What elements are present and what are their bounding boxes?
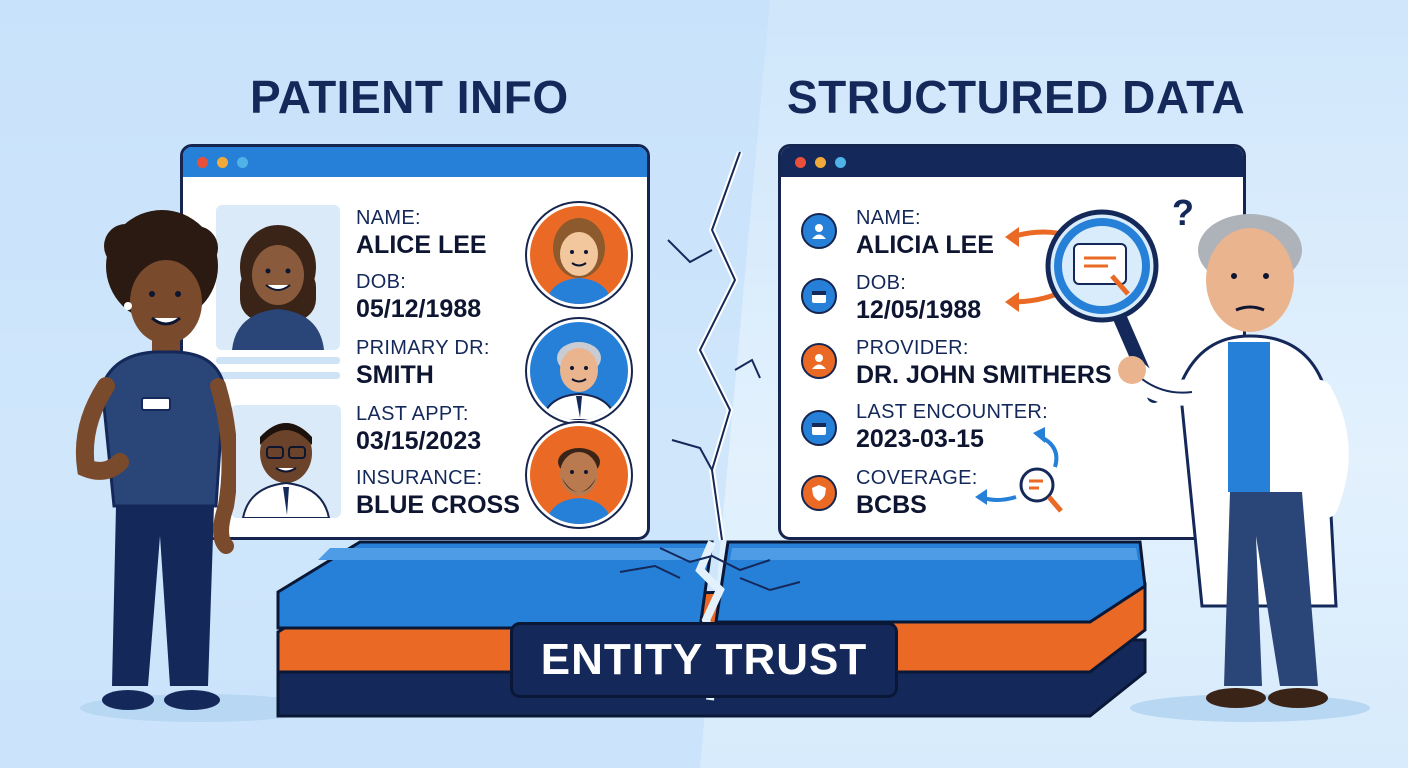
shield-icon bbox=[801, 475, 837, 511]
man-avatar-icon bbox=[241, 423, 331, 519]
primary-dr-label: PRIMARY DR: bbox=[356, 337, 490, 359]
woman-face-icon bbox=[546, 218, 612, 304]
minimize-dot-icon[interactable] bbox=[815, 156, 826, 168]
text-placeholder-bar bbox=[216, 372, 340, 379]
last-appt-label: LAST APPT: bbox=[356, 403, 469, 425]
man-face-icon bbox=[546, 448, 612, 524]
coverage-value: BCBS bbox=[856, 491, 927, 519]
dob-value: 12/05/1988 bbox=[856, 296, 982, 324]
name-label: NAME: bbox=[856, 207, 921, 229]
name-value: ALICE LEE bbox=[356, 231, 487, 259]
question-mark: ? bbox=[1172, 192, 1194, 233]
maximize-dot-icon[interactable] bbox=[237, 156, 248, 168]
provider-value: DR. JOHN SMITHERS bbox=[856, 361, 1112, 389]
calendar-icon bbox=[801, 278, 837, 314]
last-encounter-label: LAST ENCOUNTER: bbox=[856, 401, 1048, 423]
close-dot-icon[interactable] bbox=[197, 156, 208, 168]
structured-data-heading: STRUCTURED DATA bbox=[787, 71, 1246, 123]
patient-info-window: NAME: ALICE LEE DOB: 05/12/1988 PRIMARY … bbox=[180, 144, 650, 540]
doctor-face-icon bbox=[540, 342, 618, 420]
alice-avatar bbox=[527, 203, 631, 307]
close-dot-icon[interactable] bbox=[795, 156, 806, 168]
nurse-figure bbox=[75, 210, 236, 710]
patient-photo bbox=[216, 205, 340, 350]
primary-dr-value: SMITH bbox=[356, 361, 434, 389]
maximize-dot-icon[interactable] bbox=[835, 156, 846, 168]
dob-label: DOB: bbox=[356, 271, 407, 293]
insurance-agent-avatar bbox=[527, 423, 631, 527]
last-encounter-value: 2023-03-15 bbox=[856, 425, 984, 453]
entity-trust-badge: ENTITY TRUST bbox=[510, 622, 898, 698]
minimize-dot-icon[interactable] bbox=[217, 156, 228, 168]
dob-label: DOB: bbox=[856, 272, 907, 294]
insurance-value: BLUE CROSS bbox=[356, 491, 520, 519]
patient-info-heading: PATIENT INFO bbox=[250, 71, 569, 123]
calendar-icon bbox=[801, 410, 837, 446]
dob-value: 05/12/1988 bbox=[356, 295, 482, 323]
name-value: ALICIA LEE bbox=[856, 231, 994, 259]
small-search-arrows bbox=[975, 427, 1063, 513]
provider-label: PROVIDER: bbox=[856, 337, 969, 359]
text-placeholder-bar bbox=[216, 357, 340, 364]
structured-data-window: NAME: ALICIA LEE DOB: 12/05/1988 PROVIDE… bbox=[778, 144, 1246, 540]
man-photo bbox=[231, 405, 341, 519]
entity-trust-label: ENTITY TRUST bbox=[540, 635, 868, 684]
window-titlebar bbox=[183, 147, 647, 177]
coverage-label: COVERAGE: bbox=[856, 467, 978, 489]
doctor-figure bbox=[1118, 214, 1349, 708]
window-titlebar bbox=[781, 147, 1243, 177]
name-label: NAME: bbox=[356, 207, 421, 229]
smith-avatar bbox=[527, 319, 631, 423]
person-icon bbox=[801, 213, 837, 249]
woman-avatar-icon bbox=[232, 225, 324, 350]
insurance-label: INSURANCE: bbox=[356, 467, 483, 489]
doctor-icon bbox=[801, 343, 837, 379]
last-appt-value: 03/15/2023 bbox=[356, 427, 482, 455]
